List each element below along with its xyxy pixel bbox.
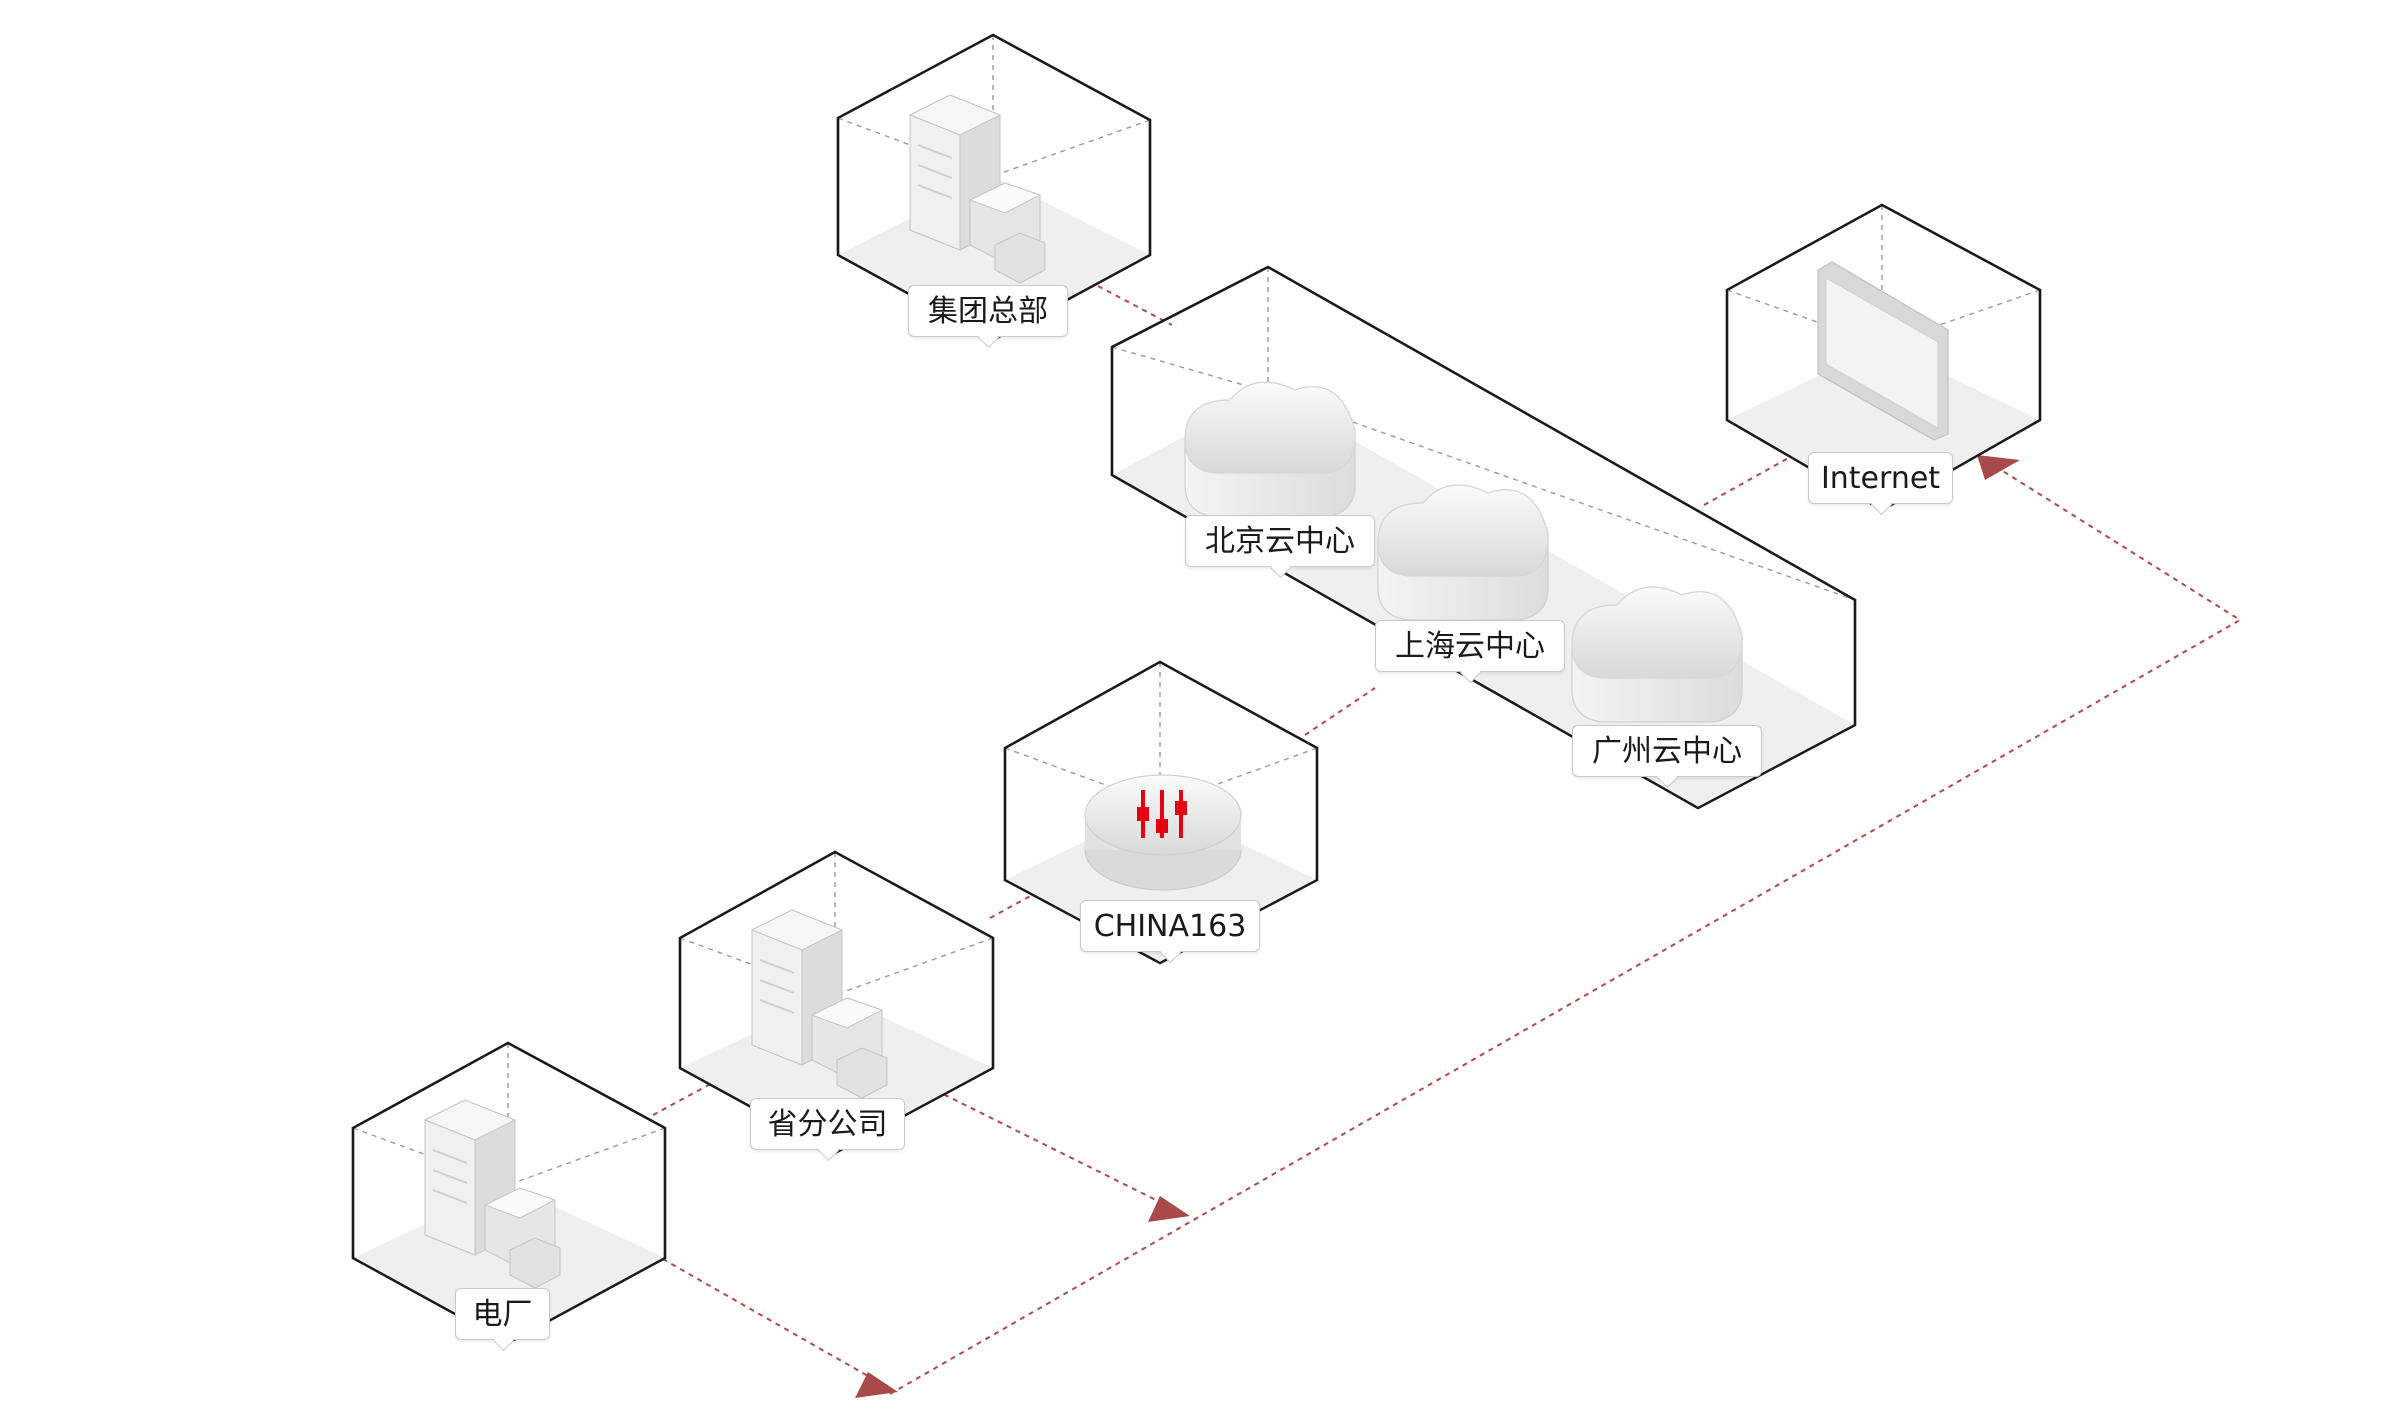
server-building-icon xyxy=(423,1099,561,1289)
label-china163: CHINA163 xyxy=(1080,900,1260,952)
label-hq: 集团总部 xyxy=(908,285,1068,337)
link-province-return xyxy=(934,1089,1171,1208)
link-hq-cloud xyxy=(1097,285,1173,326)
server-building-icon xyxy=(908,94,1046,284)
link-cloud-internet xyxy=(1703,455,1793,506)
arrow-to-return-upper xyxy=(1148,1196,1190,1222)
router-icon xyxy=(1084,774,1242,891)
link-power-return xyxy=(653,1253,876,1381)
arrow-to-internet xyxy=(1977,455,2020,480)
label-internet: Internet xyxy=(1808,452,1953,504)
label-beijing-cloud: 北京云中心 xyxy=(1185,515,1375,567)
label-guangzhou-cloud: 广州云中心 xyxy=(1572,725,1762,777)
box-internet xyxy=(1725,203,2042,512)
monitor-icon xyxy=(1817,261,1949,441)
arrow-to-return-lower xyxy=(855,1372,898,1398)
label-province: 省分公司 xyxy=(750,1098,905,1150)
cloud-icon xyxy=(1184,381,1356,518)
cloud-icon xyxy=(1571,586,1743,723)
server-building-icon xyxy=(750,909,888,1099)
connection-links xyxy=(652,285,2242,1395)
label-shanghai-cloud: 上海云中心 xyxy=(1375,620,1565,672)
link-arrowheads xyxy=(855,455,2020,1398)
label-power-plant: 电厂 xyxy=(455,1288,550,1340)
cloud-icon xyxy=(1377,484,1549,621)
link-china163-shanghai xyxy=(1304,687,1376,736)
